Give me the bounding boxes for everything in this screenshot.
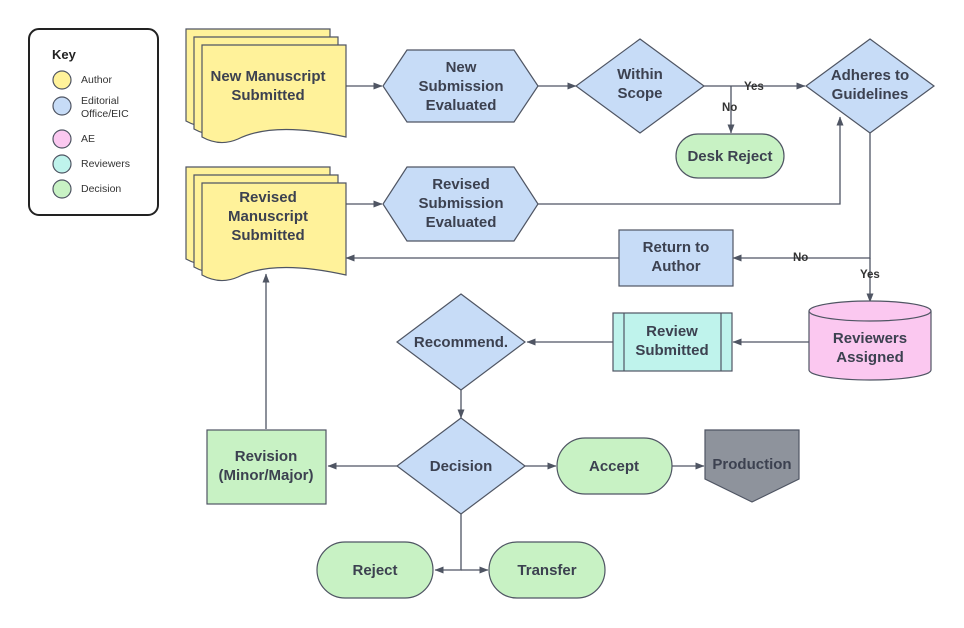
node-desk-reject: Desk Reject	[675, 133, 785, 179]
node-accept: Accept	[556, 437, 673, 495]
label-accept: Accept	[589, 458, 639, 475]
edge-label-no-desk-reject: No	[722, 102, 737, 114]
legend-title: Key	[52, 47, 77, 62]
label-recommend: Recommend.	[414, 334, 508, 351]
label-decision: Decision	[430, 458, 493, 475]
legend-swatch-author	[52, 70, 72, 90]
legend-swatch-decision	[52, 179, 72, 199]
node-decision: Decision	[396, 417, 526, 515]
legend-label-decision: Decision	[81, 183, 121, 195]
node-reject: Reject	[316, 541, 434, 599]
node-recommend: Recommend.	[396, 293, 526, 391]
legend-swatch-editorial	[52, 96, 72, 116]
legend-label-reviewers: Reviewers	[81, 158, 130, 170]
edges	[262, 82, 874, 574]
edge-revised-eval-to-guidelines	[538, 116, 844, 205]
node-transfer: Transfer	[488, 541, 606, 599]
label-revision: Revision(Minor/Major)	[219, 448, 314, 484]
legend-swatch-reviewers	[52, 154, 72, 174]
label-transfer: Transfer	[517, 562, 576, 579]
label-reject: Reject	[352, 562, 397, 579]
legend-swatch-ae	[52, 129, 72, 149]
node-production: Production	[704, 429, 800, 503]
edge-label-no-return: No	[793, 252, 808, 264]
edge-decision-to-reject	[434, 514, 462, 574]
label-production: Production	[712, 456, 791, 473]
node-revision: Revision(Minor/Major)	[206, 429, 327, 505]
label-desk-reject: Desk Reject	[687, 148, 772, 165]
legend-label-author: Author	[81, 74, 112, 86]
edge-label-yes-reviewers: Yes	[860, 269, 880, 281]
edge-label-yes-guidelines: Yes	[744, 81, 764, 93]
legend-label-ae: AE	[81, 133, 95, 145]
